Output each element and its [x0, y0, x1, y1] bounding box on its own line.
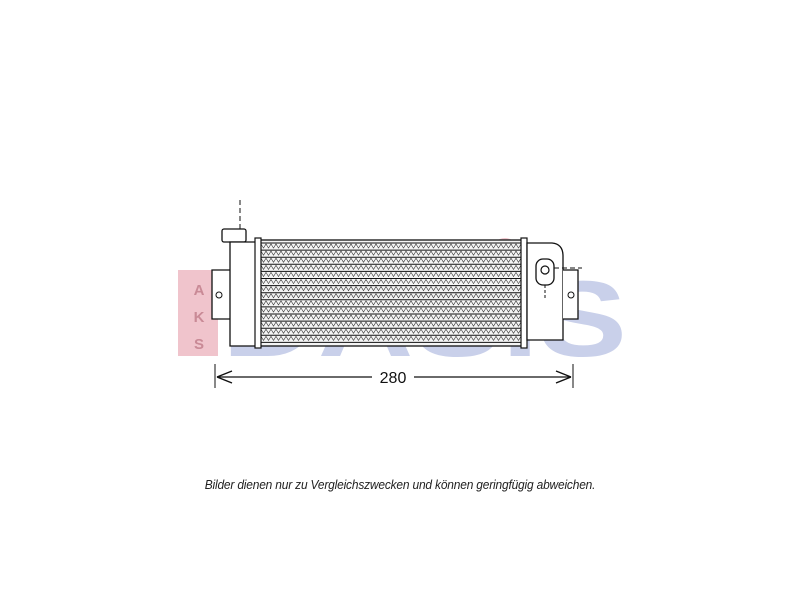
watermark-red-box	[178, 270, 218, 356]
left-filler-neck	[221, 228, 247, 243]
core-fin-row	[260, 293, 522, 299]
core-fin-row	[260, 250, 522, 256]
core-fin-row	[260, 314, 522, 320]
core-fin-row	[260, 243, 522, 249]
dimension-arrow-right	[555, 370, 572, 384]
core-fin-row	[260, 300, 522, 306]
core-fin-row	[260, 264, 522, 270]
left-end-tank	[229, 241, 259, 347]
watermark-letter-a: A	[194, 282, 205, 299]
core-fin-row	[260, 257, 522, 263]
core-fin-row	[260, 286, 522, 292]
core-fin-row	[260, 278, 522, 285]
right-mounting-bracket	[563, 269, 579, 320]
sensor-housing	[535, 258, 555, 286]
left-bracket-hole	[215, 291, 223, 299]
core-fin-row	[260, 328, 522, 334]
cooler-core-rows	[260, 242, 522, 343]
right-bracket-hole	[567, 291, 575, 299]
dimension-arrow-left	[216, 370, 233, 384]
left-mounting-bracket	[211, 269, 230, 320]
core-fin-row	[260, 321, 522, 327]
sensor-port	[540, 265, 550, 275]
left-side-plate	[254, 237, 262, 349]
core-fin-row	[260, 335, 522, 341]
right-side-plate	[520, 237, 528, 349]
watermark-letter-k: K	[194, 309, 205, 326]
core-fin-row	[260, 307, 522, 313]
core-fin-row	[260, 271, 522, 278]
dimension-label: 280	[380, 370, 407, 387]
disclaimer-caption: Bilder dienen nur zu Vergleichszwecken u…	[204, 477, 596, 492]
watermark-letter-s: S	[194, 336, 204, 353]
